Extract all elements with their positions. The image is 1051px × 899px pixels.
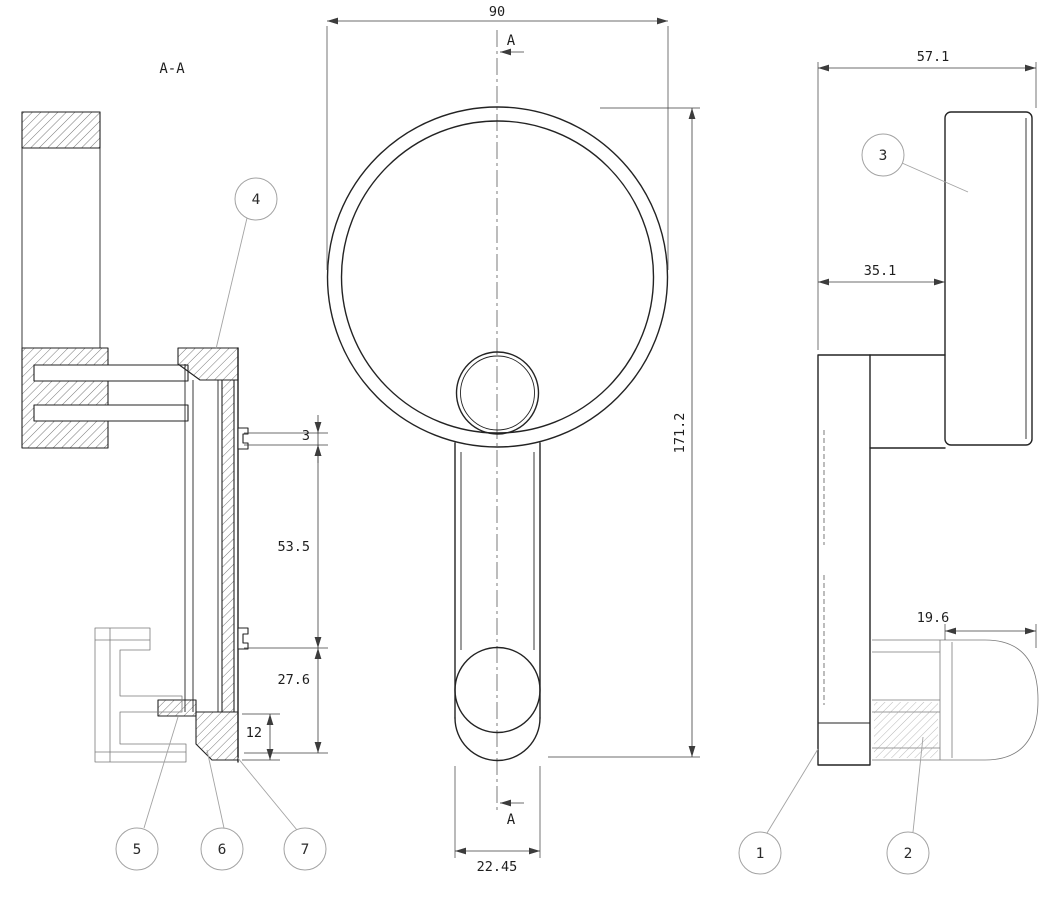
section-cut-bottom: A: [500, 799, 524, 828]
balloon-3-leader: [901, 162, 969, 193]
balloon-2-circle: [886, 831, 930, 875]
dim-front-width-text: 90: [489, 4, 505, 20]
dim-side-total: 57.1: [817, 49, 1037, 350]
lower-clip: [237, 627, 249, 650]
lower-pin: [33, 404, 189, 422]
pivot-inner-circle: [460, 355, 535, 431]
dim-base-height-text: 12: [246, 725, 262, 741]
balloon-6-circle: [200, 827, 244, 871]
dim-tube-width-text: 22.45: [477, 859, 518, 875]
plate-outline: [817, 354, 871, 766]
dim-body-length: 53.5: [244, 445, 328, 649]
dim-lower-length-text: 27.6: [277, 672, 310, 688]
front-view: 90 A A 171.2 22.45: [326, 4, 700, 875]
tube-bottom-arc: [454, 717, 541, 762]
balloon-2-leader: [912, 736, 924, 833]
mount-block-body: [21, 347, 109, 449]
dim-clip-gap-text: 3: [302, 428, 310, 444]
ring-inner-circle: [340, 120, 655, 434]
dim-head-depth-text: 35.1: [864, 263, 897, 279]
section-cut-top: A: [500, 33, 524, 56]
balloon-4-leader: [215, 217, 248, 350]
balloon-4: 4: [215, 177, 278, 350]
head-outline: [944, 111, 1033, 446]
mirror-glass-section: [221, 379, 235, 713]
upper-clip: [237, 427, 249, 450]
cut-label-top: A: [507, 33, 516, 49]
clamp-knob-outline: [872, 639, 1039, 761]
mount-block: [21, 347, 189, 449]
balloon-3: 3: [861, 133, 969, 193]
balloon-4-circle: [234, 177, 278, 221]
balloon-5-circle: [115, 827, 159, 871]
clamp-side: [872, 639, 1039, 761]
dim-front-height: 171.2: [548, 107, 700, 758]
side-view: 57.1 35.1 19.6 3 1 2: [738, 49, 1039, 875]
balloon-1-circle: [738, 831, 782, 875]
balloon-7-circle: [283, 827, 327, 871]
balloon-4-number: 4: [252, 192, 261, 208]
hook-top-cap: [21, 111, 101, 149]
balloon-3-circle: [861, 133, 905, 177]
balloon-6-leader: [206, 749, 225, 829]
balloon-1-number: 1: [756, 846, 765, 862]
balloon-2: 2: [886, 736, 930, 875]
balloon-2-number: 2: [904, 846, 913, 862]
balloon-1-leader: [766, 748, 819, 834]
ring-outer-circle: [326, 106, 669, 448]
clamp-outline: [94, 627, 187, 763]
dim-side-total-text: 57.1: [917, 49, 950, 65]
housing-bottom-cap: [195, 711, 239, 761]
plate-side: [817, 354, 946, 766]
tube-end-circle: [454, 646, 541, 734]
balloon-6-number: 6: [218, 842, 227, 858]
housing-top-cap: [177, 347, 239, 381]
hook-part: [21, 111, 101, 349]
balloon-5-number: 5: [133, 842, 142, 858]
dim-knob-depth: 19.6: [917, 610, 1037, 648]
dim-tube-width: 22.45: [454, 766, 541, 875]
pivot-outer-circle: [455, 351, 540, 435]
section-view-label: A-A: [159, 61, 185, 77]
balloon-7: 7: [236, 756, 327, 871]
dim-knob-depth-text: 19.6: [917, 610, 950, 626]
balloon-5-leader: [143, 716, 179, 829]
head-side: [944, 111, 1033, 446]
dim-lower-length: 27.6: [244, 648, 328, 754]
upper-pin: [33, 364, 189, 382]
dim-clip-gap: 3: [244, 415, 328, 463]
balloon-7-number: 7: [301, 842, 310, 858]
balloon-1: 1: [738, 748, 819, 875]
dim-front-height-text: 171.2: [672, 413, 688, 454]
balloon-7-leader: [236, 756, 298, 831]
handle-tube: [454, 442, 541, 762]
dim-body-length-text: 53.5: [277, 539, 310, 555]
balloon-6: 6: [200, 749, 244, 871]
clamp-knurl-texture: [874, 702, 938, 758]
section-view: A-A: [21, 61, 328, 871]
balloon-3-number: 3: [879, 148, 888, 164]
cut-label-bottom: A: [507, 812, 516, 828]
dim-base-height: 12: [242, 713, 280, 761]
pin-end-block: [157, 699, 197, 717]
dim-front-width: 90: [326, 4, 669, 270]
dim-head-depth: 35.1: [818, 263, 945, 286]
clamp-section: [94, 627, 187, 763]
balloon-5: 5: [115, 716, 179, 871]
housing-section: [157, 347, 249, 763]
